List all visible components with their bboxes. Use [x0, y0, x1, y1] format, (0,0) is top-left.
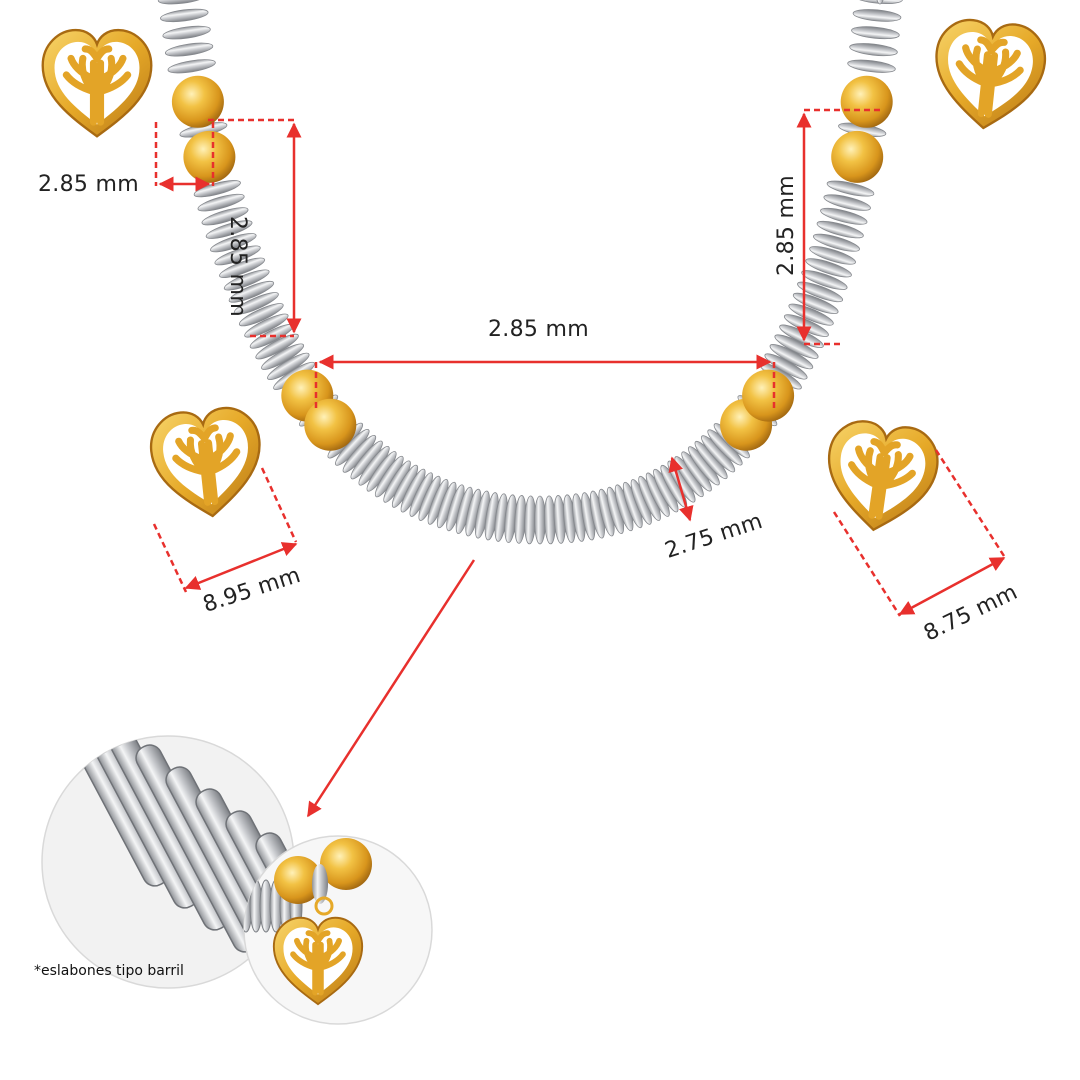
silver-barrel-link [210, 233, 257, 253]
silver-barrel-link [157, 0, 207, 5]
gold-bead [183, 130, 236, 183]
gold-bead [840, 75, 893, 128]
heart-tree-charm [820, 417, 942, 537]
label-center-span: 2.85 mm [488, 317, 589, 342]
silver-barrel-link [205, 220, 253, 239]
silver-barrel-link [826, 180, 875, 197]
label-left-vertical: 2.85 mm [225, 216, 250, 317]
silver-barrel-link [238, 303, 284, 327]
gold-bead [831, 130, 884, 183]
silver-barrel-link [233, 292, 279, 315]
silver-barrel-link [219, 257, 266, 278]
silver-barrel-link [847, 59, 896, 73]
silver-barrel-link [851, 26, 900, 40]
heart-tree-charm [929, 17, 1048, 134]
silver-barrel-link [774, 334, 819, 359]
gold-bead [304, 398, 357, 451]
silver-barrel-link [849, 43, 898, 57]
gold-bead [171, 75, 224, 128]
silver-barrel-link [214, 245, 261, 266]
silver-barrel-link [813, 233, 860, 252]
silver-barrel-link [534, 495, 546, 545]
silver-barrel-link [823, 194, 871, 211]
dimension-lines [152, 108, 1006, 818]
silver-barrel-link [876, 0, 884, 5]
silver-barrel-link [160, 8, 209, 23]
silver-barrel-link [167, 59, 216, 74]
silver-barrel-link [201, 207, 249, 226]
label-right-vertical: 2.85 mm [774, 175, 799, 276]
gold-bead [742, 369, 795, 422]
silver-barrel-link [816, 220, 864, 239]
silver-barrel-link [197, 193, 245, 212]
silver-barrel-link [164, 42, 214, 57]
silver-barrel-link [255, 333, 299, 360]
silver-barrel-link [162, 25, 211, 40]
silver-barrel-link [193, 180, 241, 198]
heart-tree-charm [148, 405, 267, 522]
silver-barrel-link [852, 9, 902, 22]
silver-barrel-link [223, 269, 270, 291]
silver-barrel-link [820, 207, 868, 225]
inset-note: *eslabones tipo barril [34, 963, 184, 979]
silver-barrel-link [228, 280, 275, 303]
label-top-left-width: 2.85 mm [38, 172, 139, 197]
heart-tree-charm [43, 30, 152, 136]
bracelet-chain [43, 0, 1049, 545]
